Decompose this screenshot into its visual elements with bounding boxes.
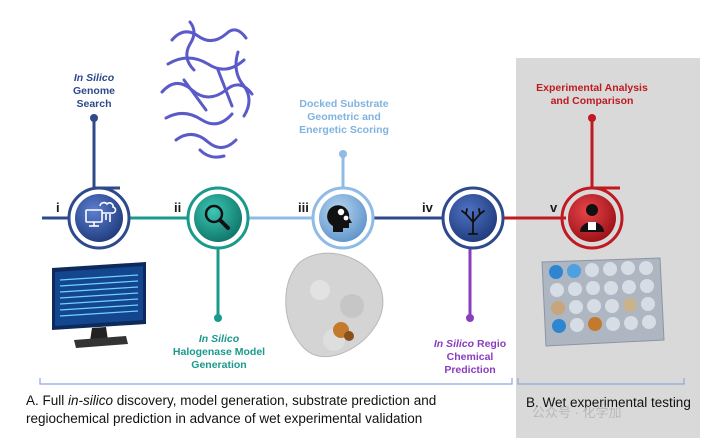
bracket-b xyxy=(517,378,685,385)
tree-icon xyxy=(461,208,485,235)
experimental-panel xyxy=(516,58,700,438)
well-plate-image xyxy=(541,257,665,347)
caption-a: A. Full in-silico discovery, model gener… xyxy=(26,393,437,426)
step-numeral-iv: iv xyxy=(422,200,433,215)
step-numeral-ii: ii xyxy=(174,200,182,215)
binary-monitor-image xyxy=(52,262,146,348)
connector-genome xyxy=(90,114,120,190)
caption-b: B. Wet experimental testing xyxy=(526,395,691,410)
protein-ribbon-image xyxy=(160,20,254,159)
step-node-genome xyxy=(67,186,131,250)
scientist-icon xyxy=(580,204,604,232)
step-numeral-iii: iii xyxy=(298,200,309,215)
connector-regio xyxy=(466,248,474,322)
bracket-a xyxy=(39,378,513,385)
step-node-model xyxy=(186,186,250,250)
connector-docking xyxy=(339,150,347,188)
step-numeral-i: i xyxy=(56,200,60,215)
step-node-regio xyxy=(441,186,505,250)
computer-cloud-icon xyxy=(85,201,117,227)
step-node-docking xyxy=(311,186,375,250)
label-docking-scoring: Docked Substrate Geometric and Energetic… xyxy=(299,98,389,136)
connector-model xyxy=(214,248,222,322)
protein-surface-image xyxy=(285,252,384,358)
magnifier-icon xyxy=(204,204,230,230)
label-regio-prediction: In Silico Regio Chemical Prediction xyxy=(433,338,507,376)
head-gears-icon xyxy=(327,205,352,232)
step-node-experimental xyxy=(560,186,624,250)
watermark: 公众号 · 化学加 xyxy=(532,405,622,420)
connector-experimental xyxy=(588,114,620,190)
label-experimental-analysis: Experimental Analysis and Comparison xyxy=(536,82,648,107)
step-numeral-v: v xyxy=(550,200,558,215)
